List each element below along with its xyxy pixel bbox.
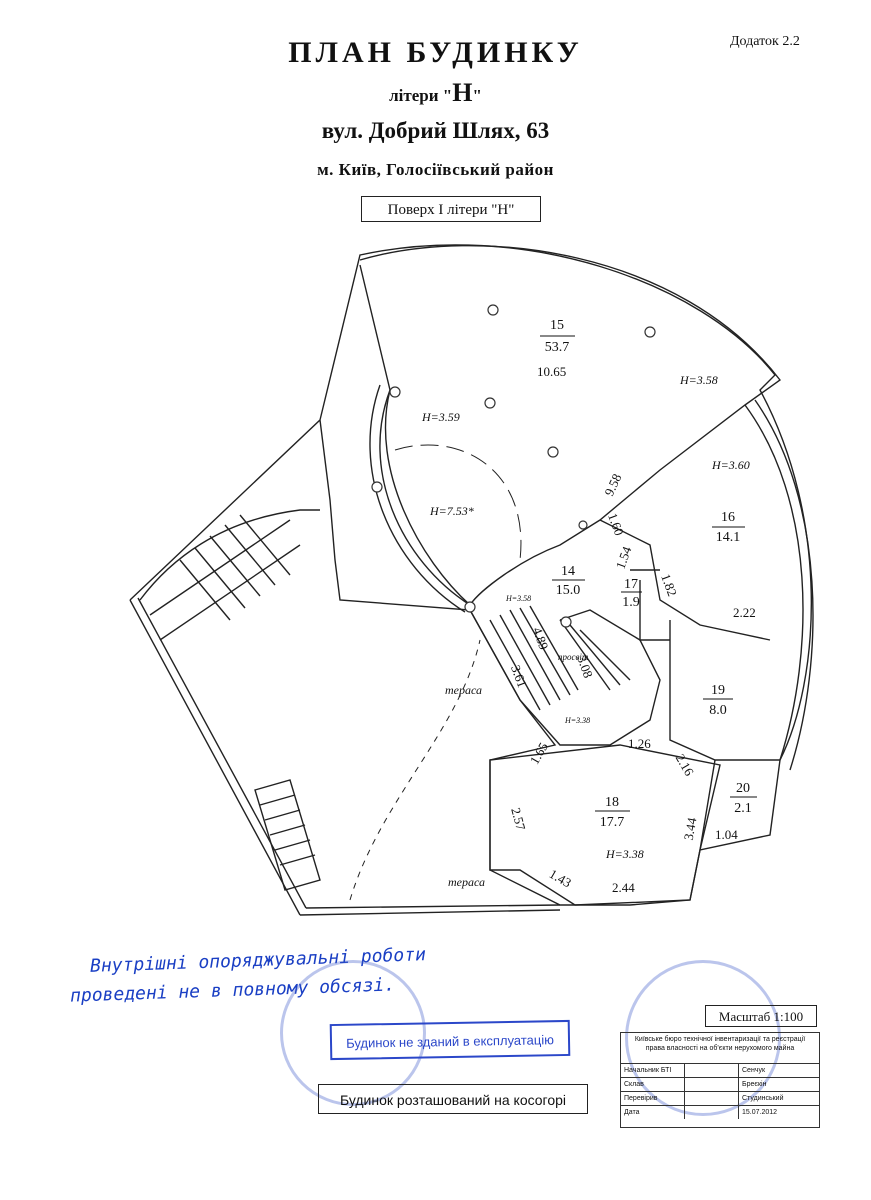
address: вул. Добрий Шлях, 63 bbox=[321, 118, 550, 143]
dim-3-08: 3.08 bbox=[574, 653, 596, 680]
bti-person: Сенчук bbox=[742, 1067, 766, 1074]
terrace-outline bbox=[129, 244, 812, 906]
room-20-number: 20 bbox=[736, 781, 750, 796]
bti-person: Студинський bbox=[742, 1095, 784, 1102]
height-gallery: H=3.59 bbox=[421, 410, 460, 424]
dim-1-82: 1.82 bbox=[658, 572, 680, 599]
bti-role: Начальник БТІ bbox=[621, 1064, 685, 1077]
room-17-number: 17 bbox=[624, 577, 638, 592]
dim-1-54: 1.54 bbox=[613, 544, 635, 571]
bti-date: 15.07.2012 bbox=[742, 1109, 778, 1116]
height-room-16: H=3.60 bbox=[711, 458, 750, 472]
room-18-number: 18 bbox=[605, 795, 619, 810]
height-room-18: H=3.38 bbox=[605, 847, 644, 861]
bti-row: Дата 15.07.2012 bbox=[621, 1106, 819, 1119]
room-16-number: 16 bbox=[721, 510, 735, 525]
dim-10-65: 10.65 bbox=[537, 364, 566, 379]
room-18-area: 17.7 bbox=[600, 815, 625, 830]
dim-2-57: 2.57 bbox=[508, 806, 529, 832]
bti-signature-cell bbox=[685, 1064, 739, 1077]
bti-person: Бреєкін bbox=[742, 1081, 767, 1088]
room-19-area: 8.0 bbox=[709, 703, 727, 718]
round-stamp-left bbox=[280, 960, 426, 1106]
room-14-number: 14 bbox=[561, 564, 575, 579]
dim-2-22: 2.22 bbox=[733, 605, 756, 620]
dim-1-04: 1.04 bbox=[715, 827, 738, 842]
dim-2-44: 2.44 bbox=[612, 880, 635, 895]
dim-1-60: 1.60 bbox=[605, 511, 627, 538]
scale-label: Масштаб 1:100 bbox=[705, 1005, 817, 1027]
dim-9-58: 9.58 bbox=[601, 471, 624, 498]
bti-org: Київське бюро технічної інвентаризації т… bbox=[621, 1033, 819, 1064]
room-17-area: 1.9 bbox=[622, 595, 640, 610]
room-18-outline bbox=[489, 744, 721, 906]
city: м. Київ, Голосіївський район bbox=[317, 160, 554, 179]
dim-1-43: 1.43 bbox=[547, 866, 574, 890]
dim-2-16: 2.16 bbox=[673, 751, 698, 779]
bti-row: Начальник БТІ Сенчук bbox=[621, 1064, 819, 1078]
letter-suffix: " bbox=[472, 86, 482, 105]
letter-line: літери "Н" bbox=[0, 78, 871, 108]
bti-role: Дата bbox=[621, 1106, 685, 1119]
dim-1-26: 1.26 bbox=[628, 736, 651, 751]
room-15-number: 15 bbox=[550, 318, 564, 333]
room-16-area: 14.1 bbox=[716, 530, 741, 545]
height-void: H=7.53* bbox=[429, 504, 474, 518]
bti-role: Перевірив bbox=[621, 1092, 685, 1105]
bti-title-block: Київське бюро технічної інвентаризації т… bbox=[620, 1032, 820, 1128]
dim-3-44: 3.44 bbox=[681, 816, 700, 842]
terrace-label-lower: тераса bbox=[448, 875, 485, 889]
height-room-15: H=3.58 bbox=[679, 373, 718, 387]
floor-label: Поверх І літери "Н" bbox=[361, 196, 541, 222]
bti-row: Склав Бреєкін bbox=[621, 1078, 819, 1092]
not-commissioned-stamp: Будинок не зданий в експлуатацію bbox=[329, 1019, 571, 1061]
room-19-number: 19 bbox=[711, 683, 725, 698]
height-room-14: H=3.58 bbox=[505, 594, 531, 603]
bti-signature-cell bbox=[685, 1092, 739, 1105]
height-landing: H=3.38 bbox=[564, 716, 590, 725]
dim-1-65: 1.65 bbox=[527, 740, 551, 767]
bti-signature-cell bbox=[685, 1078, 739, 1091]
room-15-area: 53.7 bbox=[545, 340, 570, 355]
plan-title: ПЛАН БУДИНКУ bbox=[288, 36, 583, 69]
bti-row: Перевірив Студинський bbox=[621, 1092, 819, 1106]
bti-role: Склав bbox=[621, 1078, 685, 1091]
letter: Н bbox=[452, 78, 473, 107]
round-stamp-right bbox=[625, 960, 781, 1116]
room-15-outline bbox=[359, 244, 781, 607]
dim-3-61: 3.61 bbox=[508, 663, 530, 690]
void-label: просвіт bbox=[558, 652, 589, 662]
terrace-label-upper: тераса bbox=[445, 683, 482, 697]
dim-4-89: 4.89 bbox=[530, 625, 552, 652]
letter-prefix: літери " bbox=[389, 86, 453, 105]
slope-note: Будинок розташований на косогорі bbox=[318, 1084, 588, 1114]
appendix-label: Додаток 2.2 bbox=[730, 34, 800, 49]
room-14-area: 15.0 bbox=[556, 583, 581, 598]
bti-signature-cell bbox=[685, 1106, 739, 1119]
room-20-area: 2.1 bbox=[734, 801, 752, 816]
